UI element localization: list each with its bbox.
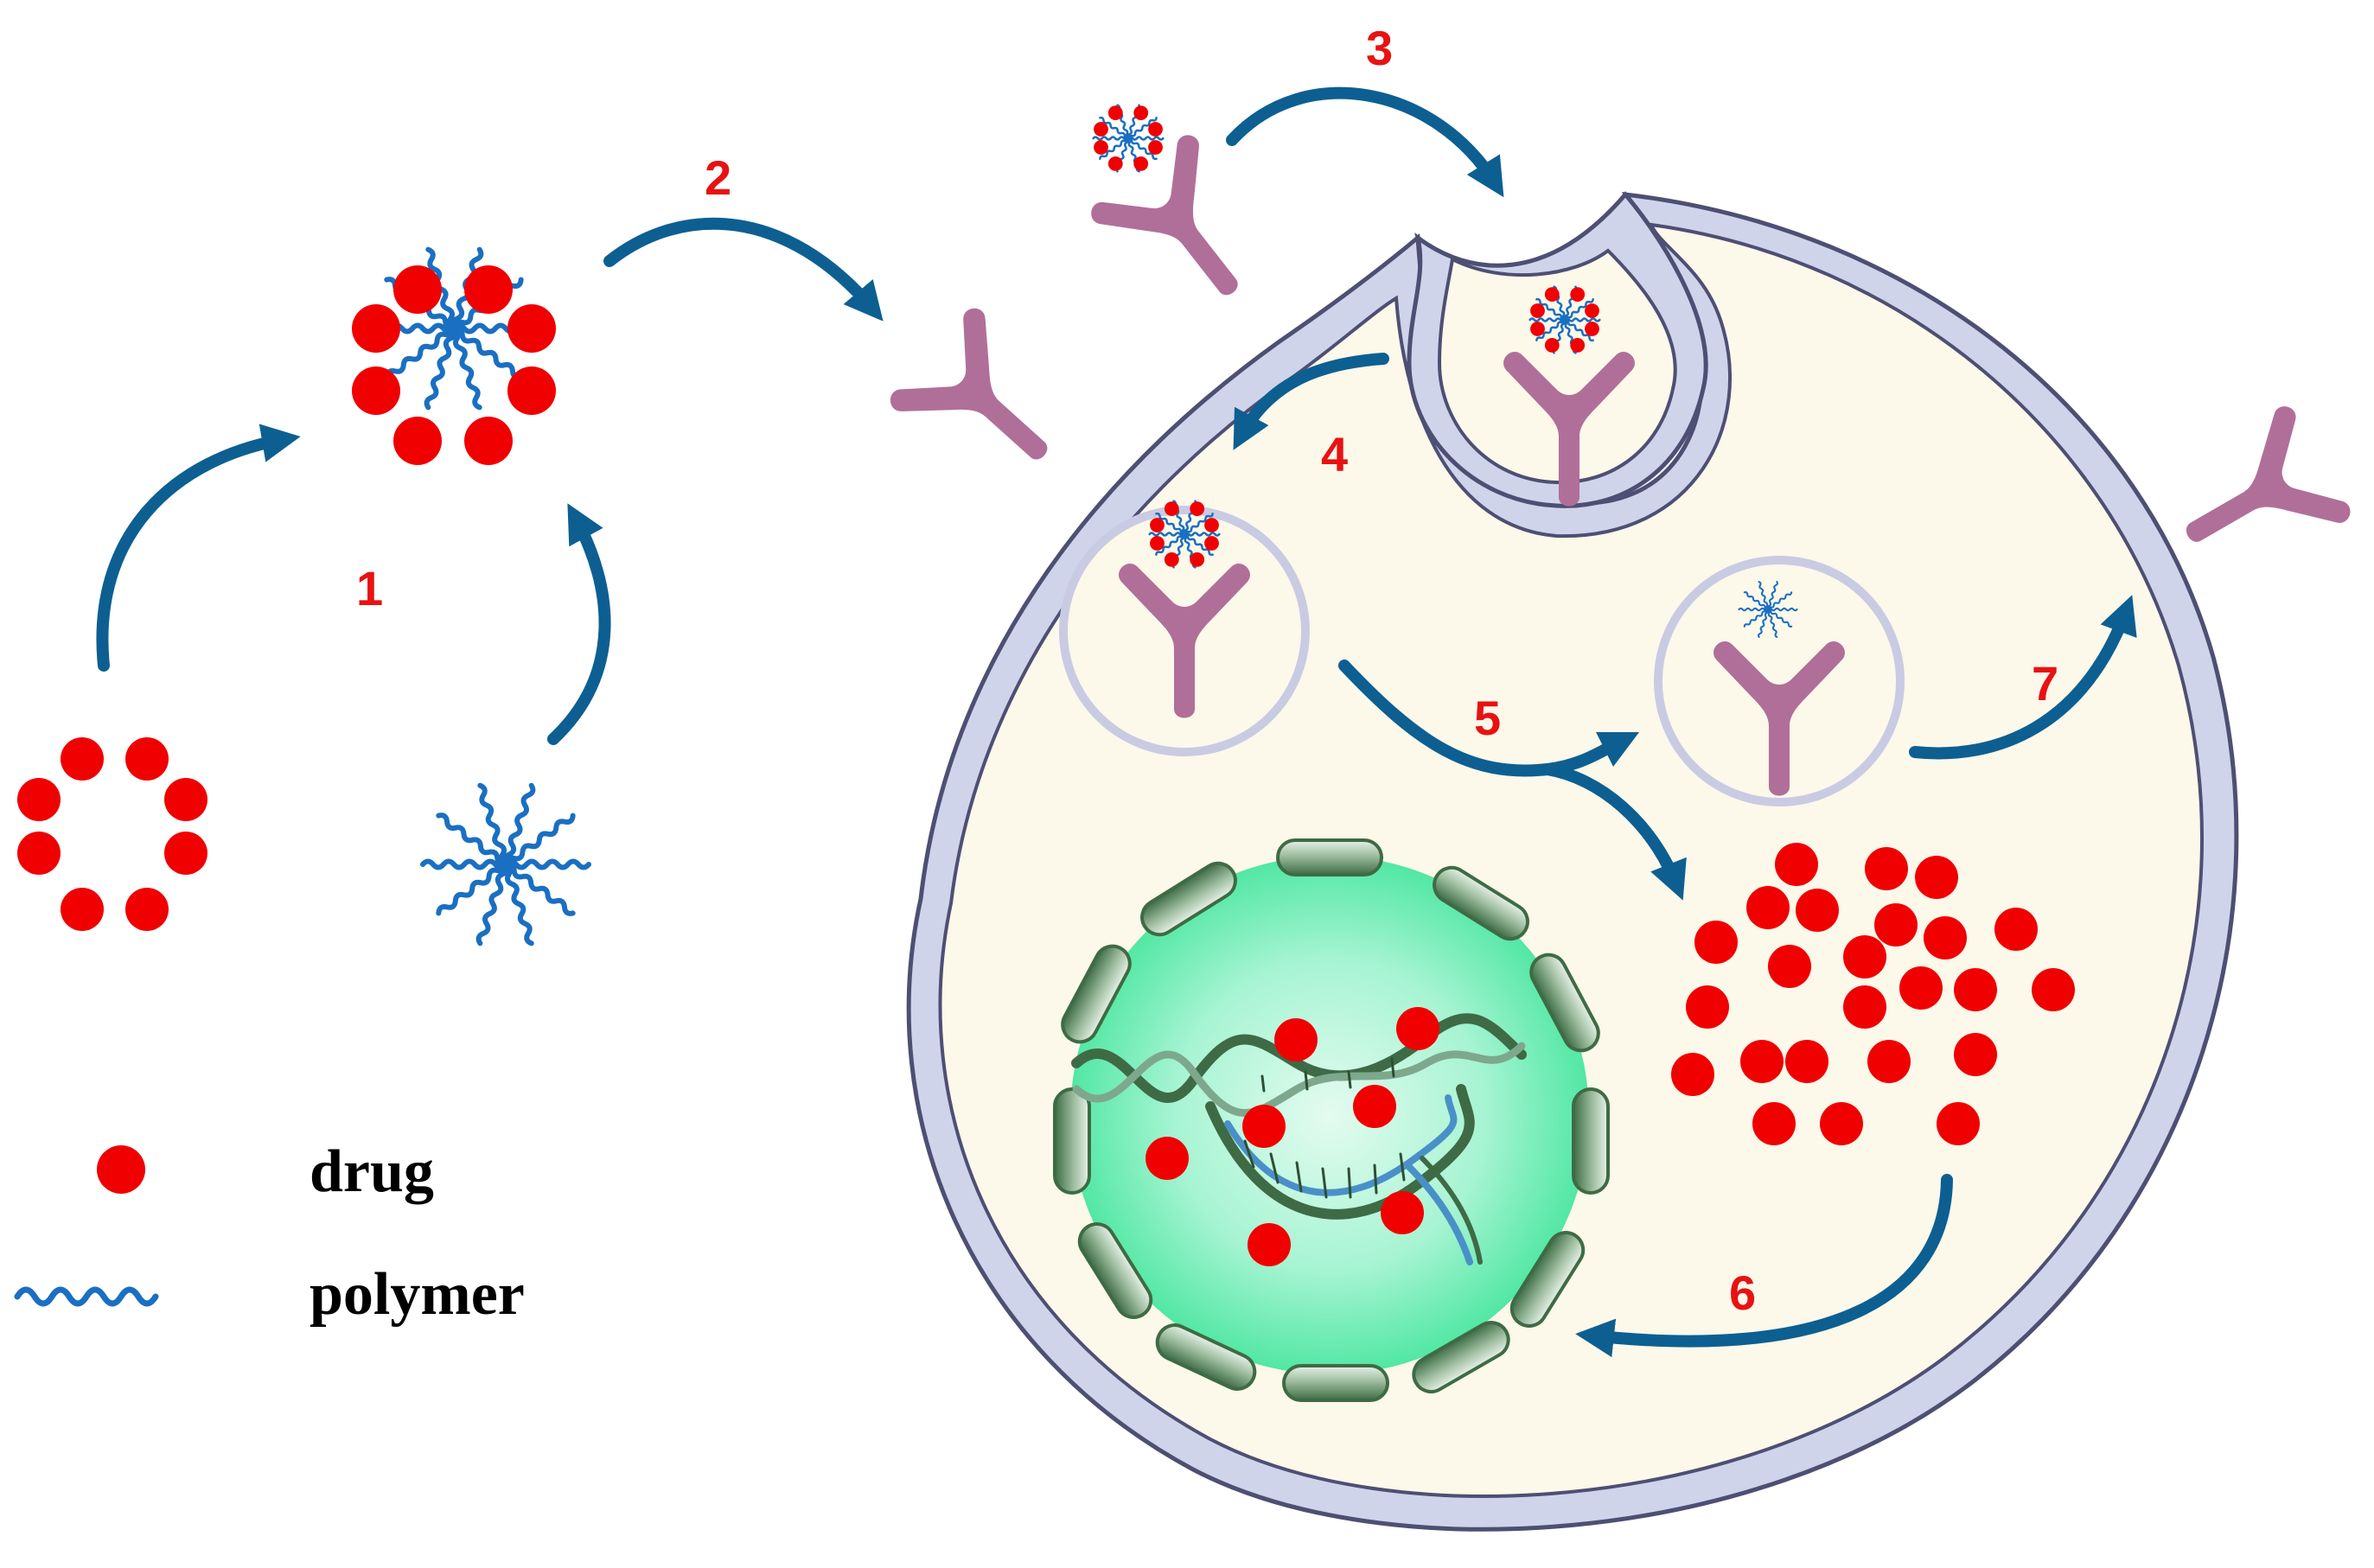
star-polymer xyxy=(423,785,589,945)
step-labels: 1 2 3 4 5 6 7 xyxy=(356,21,2058,1320)
released-drug-cluster xyxy=(1671,843,2075,1145)
arrow-polymer-to-micelle xyxy=(547,503,611,745)
arrow-step-5 xyxy=(1338,660,1640,777)
nuclear-drug xyxy=(1146,1007,1439,1266)
pit-interior xyxy=(1437,248,1677,485)
step-3-label: 3 xyxy=(1366,21,1393,75)
legend-drug-icon xyxy=(97,1145,145,1194)
micelle-outside xyxy=(1094,105,1164,172)
arrow-step-6 xyxy=(1575,1174,1953,1358)
legend: drug polymer xyxy=(14,1138,525,1328)
legend-drug-label: drug xyxy=(310,1138,434,1205)
step-6-label: 6 xyxy=(1729,1265,1756,1320)
step-5-label: 5 xyxy=(1474,691,1501,745)
process-arrows xyxy=(96,86,2137,1358)
receptor-left xyxy=(885,303,1088,505)
step-4-label: 4 xyxy=(1321,427,1348,481)
nucleus xyxy=(1053,838,1610,1402)
micelle-large xyxy=(352,249,556,465)
legend-polymer-label: polymer xyxy=(310,1261,525,1328)
arrow-to-drug-release xyxy=(1541,763,1687,901)
arrow-step-4 xyxy=(1233,353,1389,450)
step-7-label: 7 xyxy=(2032,656,2058,711)
arrow-step-7 xyxy=(1909,595,2137,760)
endosome-with-micelle xyxy=(1059,500,1310,756)
step-2-label: 2 xyxy=(705,150,731,205)
receptor-right xyxy=(2154,402,2355,594)
arrow-step-3 xyxy=(1226,86,1504,198)
endosome-recycling xyxy=(1654,556,1905,806)
step-1-label: 1 xyxy=(356,561,383,615)
legend-polymer-icon xyxy=(14,1286,159,1307)
drug-ring xyxy=(17,737,207,931)
dna-double-helix-icon xyxy=(1071,1013,1527,1265)
nuclear-pores xyxy=(1053,838,1610,1402)
arrow-step-2 xyxy=(603,217,884,322)
arrow-drug-to-micelle xyxy=(96,424,301,672)
